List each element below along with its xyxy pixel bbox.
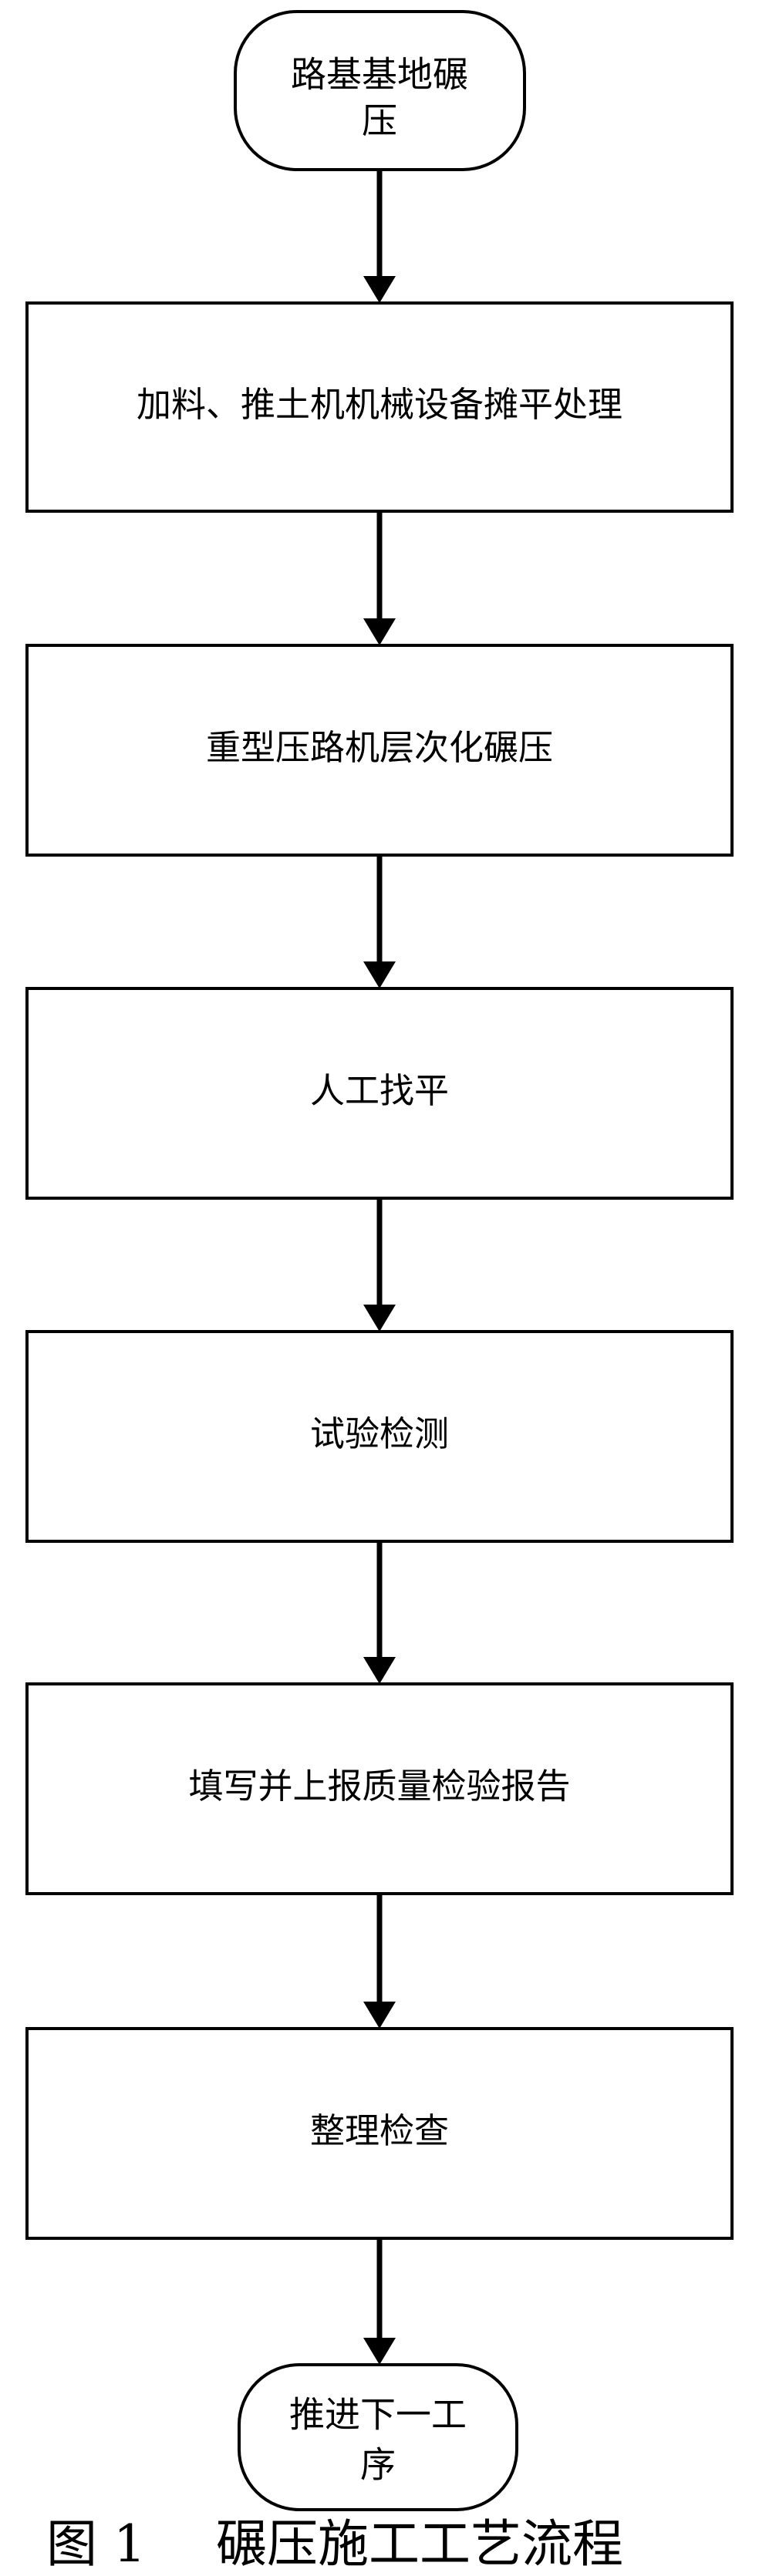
process-step-4-box [25, 1330, 734, 1543]
arrow-step-5-to-step-6 [363, 1895, 396, 2029]
end-node-label-line2: 序 [360, 2444, 396, 2486]
start-node: 路基基地碾 压 [234, 10, 526, 171]
arrow-step-6-to-end [363, 2240, 396, 2365]
process-step-4: 试验检测 [25, 1330, 734, 1543]
process-step-6-label: 整理检查 [310, 2110, 449, 2151]
arrow-start-to-step-1 [363, 171, 396, 303]
process-step-6-box [25, 2027, 734, 2240]
process-step-1-label: 加料、推土机机械设备摊平处理 [137, 384, 622, 425]
process-step-2: 重型压路机层次化碾压 [25, 644, 734, 857]
process-step-3-label: 人工找平 [310, 1070, 449, 1111]
process-step-3-box [25, 987, 734, 1200]
process-step-5-label: 填写并上报质量检验报告 [188, 1766, 570, 1807]
figure-caption-title: 碾压施工工艺流程 [216, 2514, 623, 2574]
figure-caption: 图 1 碾压施工工艺流程 [46, 2514, 623, 2574]
start-node-label-line2: 压 [362, 100, 397, 142]
process-step-4-label: 试验检测 [310, 1413, 449, 1454]
arrow-step-4-to-step-5 [363, 1543, 396, 1684]
figure-caption-label: 图 1 [46, 2514, 146, 2574]
end-node: 推进下一工 序 [238, 2363, 518, 2511]
process-step-5: 填写并上报质量检验报告 [25, 1682, 734, 1895]
process-step-6: 整理检查 [25, 2027, 734, 2240]
arrow-step-3-to-step-4 [363, 1200, 396, 1332]
start-node-label-line1: 路基基地碾 [291, 54, 468, 96]
process-step-2-label: 重型压路机层次化碾压 [206, 727, 553, 768]
start-node-shape [234, 10, 526, 171]
process-step-3: 人工找平 [25, 987, 734, 1200]
process-step-1-box [25, 301, 734, 513]
arrow-step-1-to-step-2 [363, 513, 396, 645]
process-step-1: 加料、推土机机械设备摊平处理 [25, 301, 734, 513]
process-step-5-box [25, 1682, 734, 1895]
arrow-step-2-to-step-3 [363, 857, 396, 988]
end-node-label-line1: 推进下一工 [289, 2394, 467, 2436]
process-step-2-box [25, 644, 734, 857]
end-node-shape [238, 2363, 518, 2511]
